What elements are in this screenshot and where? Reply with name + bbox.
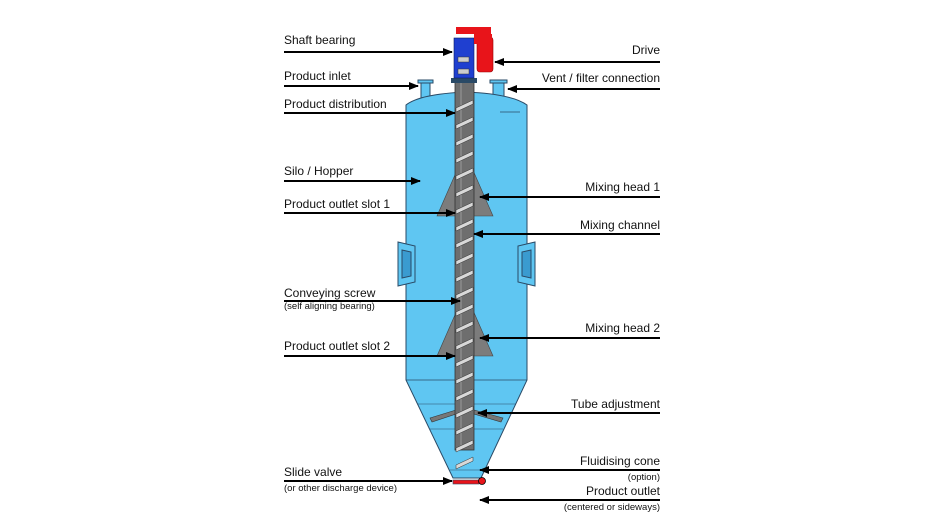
screw-flight: [455, 133, 474, 147]
screw-flight: [455, 456, 474, 470]
label-fluidising-cone-sub: (option): [627, 472, 660, 483]
screw-flight: [455, 439, 474, 453]
screw-flight: [455, 201, 474, 215]
screw-flight: [455, 218, 474, 232]
side-bracket-right: [517, 241, 536, 287]
screw-flight: [455, 184, 474, 198]
screw-flight: [455, 422, 474, 436]
drive-plate: [456, 27, 491, 34]
screw-flight: [455, 303, 474, 317]
screw-flight: [455, 371, 474, 385]
label-slide-valve: Slide valve: [284, 465, 343, 479]
label-fluidising-cone: Fluidising cone: [579, 454, 660, 468]
screw-flight: [455, 337, 474, 351]
screw-flight: [455, 150, 474, 164]
label-product-inlet: Product inlet: [284, 69, 351, 83]
label-outlet-slot-2: Product outlet slot 2: [284, 339, 391, 353]
conveying-screw: [455, 99, 474, 470]
label-mixing-channel: Mixing channel: [579, 218, 660, 232]
label-silo-hopper: Silo / Hopper: [284, 164, 354, 178]
label-drive: Drive: [631, 43, 660, 57]
label-shaft-bearing: Shaft bearing: [284, 33, 356, 47]
screw-flight: [455, 99, 474, 113]
side-bracket-left: [397, 241, 416, 287]
label-product-outlet: Product outlet: [585, 484, 660, 498]
slide-valve-actuator: [478, 477, 486, 485]
screw-flight: [455, 116, 474, 130]
screw-flight: [455, 252, 474, 266]
label-mixing-head-1: Mixing head 1: [585, 180, 660, 194]
label-outlet-slot-1: Product outlet slot 1: [284, 197, 391, 211]
label-vent: Vent / filter connection: [541, 71, 660, 85]
screw-flight: [455, 388, 474, 402]
label-slide-valve-sub: (or other discharge device): [284, 483, 397, 494]
screw-flight: [455, 269, 474, 283]
screw-flight: [455, 167, 474, 181]
label-product-distribution: Product distribution: [284, 97, 387, 111]
screw-flight: [455, 354, 474, 368]
label-mixing-head-2: Mixing head 2: [585, 321, 660, 335]
label-conveying-screw: Conveying screw: [284, 286, 376, 300]
screw-flight: [455, 235, 474, 249]
screw-flight: [455, 405, 474, 419]
label-product-outlet-sub: (centered or sideways): [563, 502, 660, 513]
label-tube-adjustment: Tube adjustment: [571, 397, 660, 411]
label-conveying-screw-sub: (self aligning bearing): [284, 301, 375, 312]
screw-flight: [455, 320, 474, 334]
